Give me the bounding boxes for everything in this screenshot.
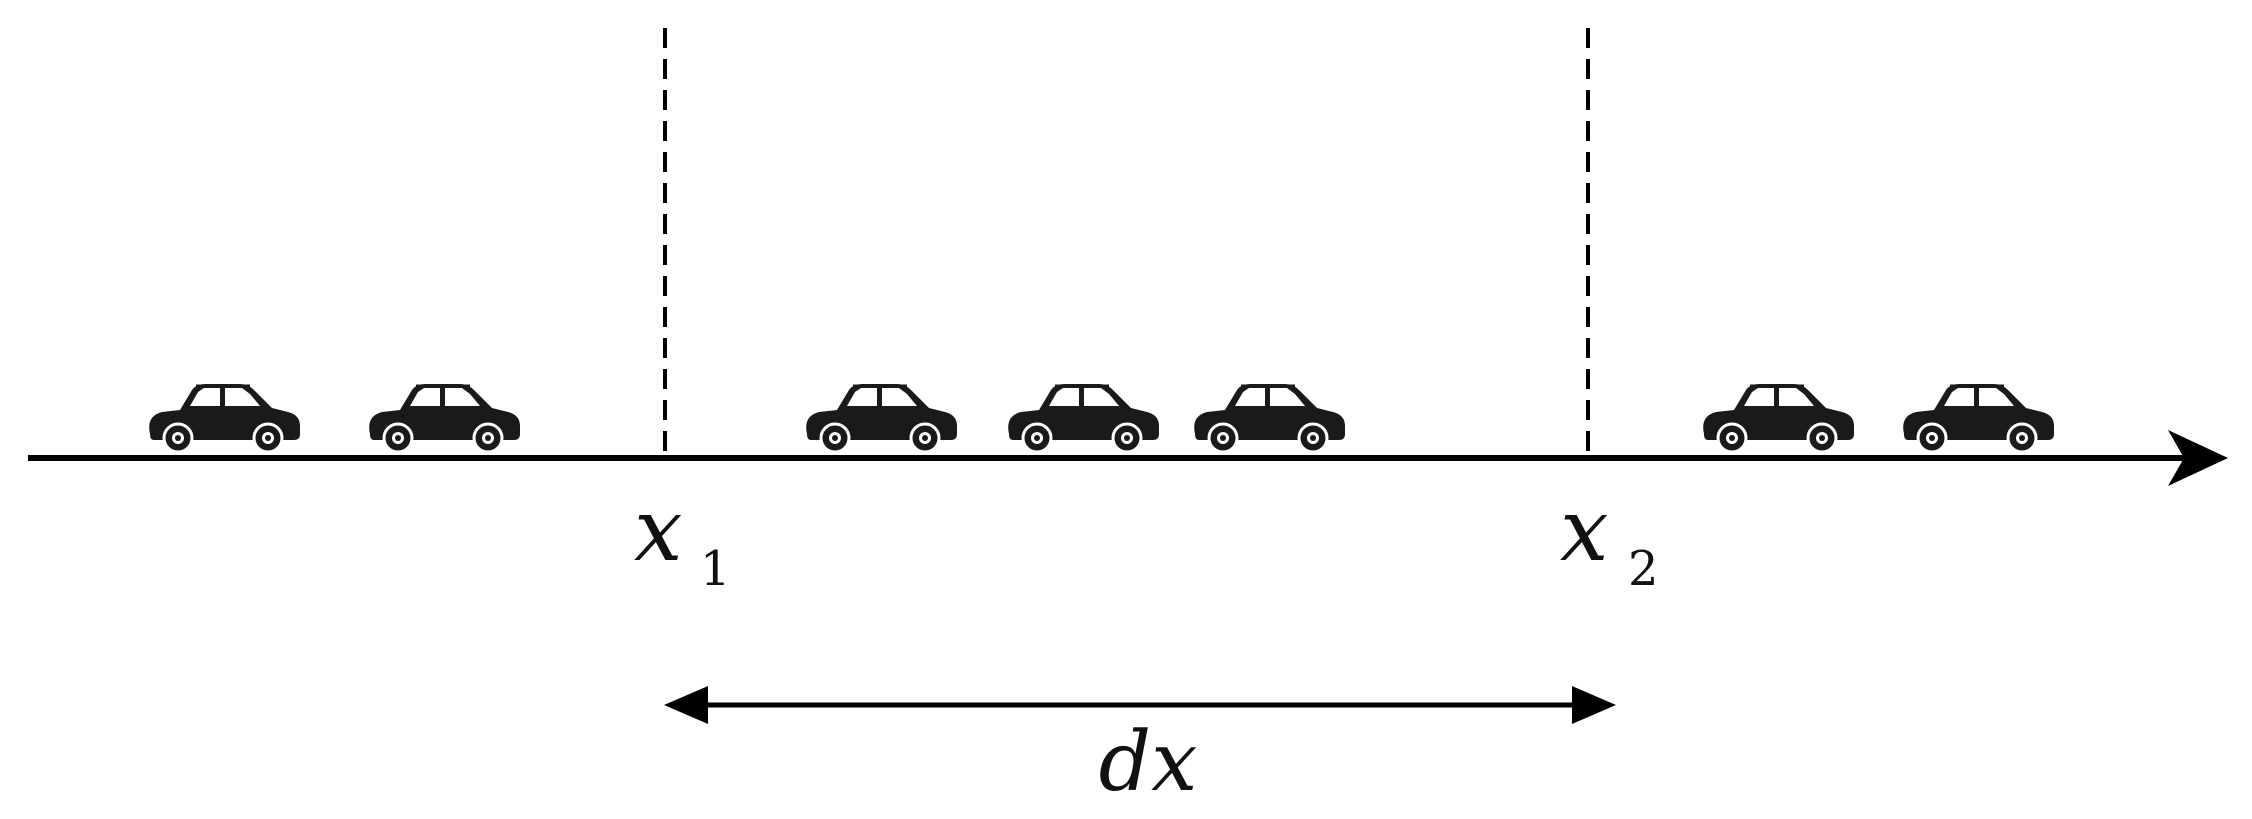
cars-left-group <box>147 382 522 454</box>
road-axis <box>28 430 2228 486</box>
car-icon <box>1192 382 1347 454</box>
x2-label-var: x <box>1560 481 1609 581</box>
x1-label-var: x <box>634 481 683 581</box>
car-icon <box>367 382 522 454</box>
x1-label-sub: 1 <box>700 541 731 597</box>
cars-middle-group <box>804 382 1347 454</box>
x1-label: x 1 <box>634 481 731 597</box>
dx-label: dx <box>1099 715 1198 810</box>
dx-interval-arrow <box>664 686 1616 724</box>
cars-right-group <box>1701 382 2056 454</box>
car-icon <box>1006 382 1161 454</box>
dx-arrowhead-left <box>664 686 708 724</box>
car-icon <box>1701 382 1856 454</box>
car-icon <box>804 382 959 454</box>
car-icon <box>147 382 302 454</box>
axis-arrowhead <box>2168 430 2228 486</box>
dx-arrowhead-right <box>1572 686 1616 724</box>
x2-label-sub: 2 <box>1628 541 1659 597</box>
x2-label: x 2 <box>1560 481 1659 597</box>
car-icon <box>1901 382 2056 454</box>
